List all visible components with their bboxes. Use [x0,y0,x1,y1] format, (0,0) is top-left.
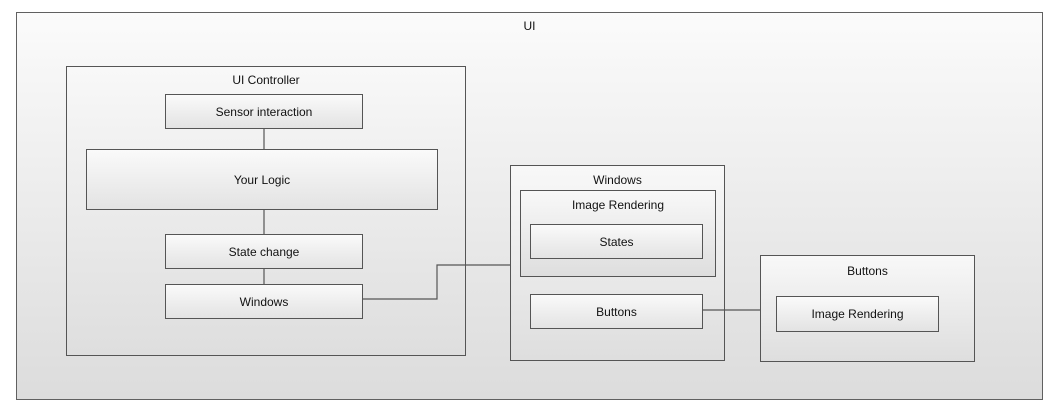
controller-windows-node: Windows [165,284,363,319]
sensor-interaction-node: Sensor interaction [165,94,363,129]
windows-buttons-node: Buttons [530,294,703,329]
buttons-group-title: Buttons [847,264,888,278]
your-logic-label: Your Logic [233,172,291,187]
sensor-interaction-label: Sensor interaction [215,104,313,119]
states-node: States [530,224,703,259]
controller-windows-label: Windows [239,294,289,309]
ui-controller-title: UI Controller [232,73,300,87]
buttons-image-rendering-label: Image Rendering [811,307,904,321]
your-logic-node: Your Logic [86,149,438,210]
windows-image-rendering-title: Image Rendering [571,198,665,212]
buttons-image-rendering-node: Image Rendering [776,296,939,332]
state-change-label: State change [228,244,300,259]
windows-group-title: Windows [593,173,642,187]
ui-frame-title: UI [523,19,536,33]
state-change-node: State change [165,234,363,269]
states-label: States [599,234,634,249]
windows-buttons-label: Buttons [596,304,637,319]
